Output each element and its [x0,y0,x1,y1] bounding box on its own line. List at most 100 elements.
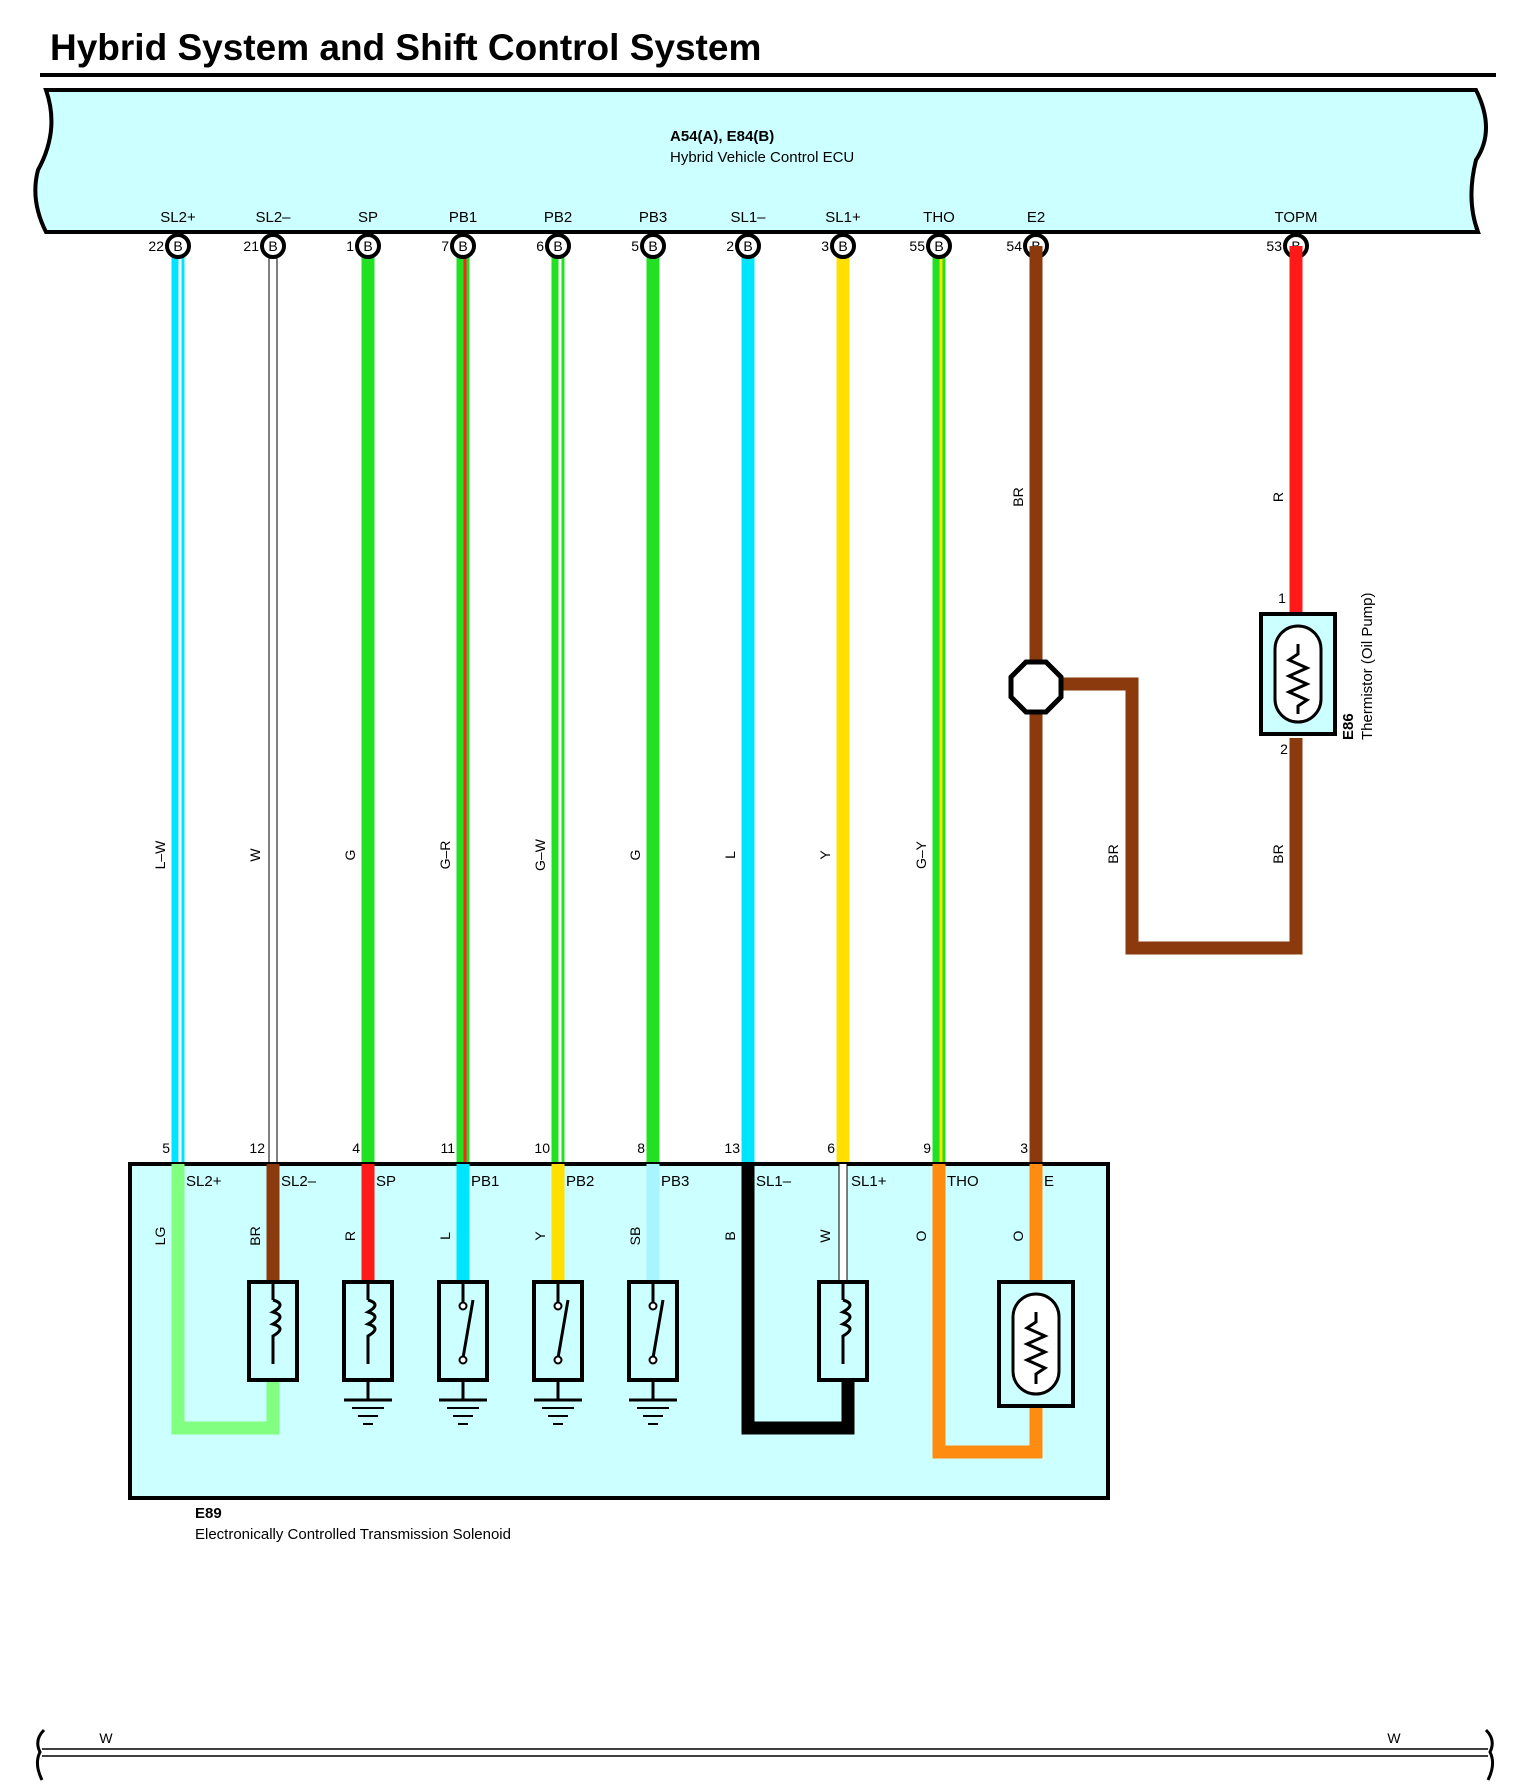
ecu-pin-8: 55 [909,238,925,254]
connector-letter-6: B [743,238,752,254]
ecu-pin-1: 21 [243,238,259,254]
thermistor-pin-top: 1 [1278,590,1286,606]
solenoid-terminal-label-5: PB3 [661,1173,689,1190]
wire-code-3: G–R [437,841,453,870]
splice-point [1008,659,1064,715]
bus-right-label: W [1387,1730,1401,1746]
connector-circle-4 [545,233,571,259]
solenoid-pin-8: 9 [923,1140,931,1156]
connector-circle-8 [926,233,952,259]
connector-circle-2 [355,233,381,259]
solenoid-pin-6: 13 [724,1140,740,1156]
wire-code-2: G [342,850,358,861]
solenoid-name: Electronically Controlled Transmission S… [195,1526,511,1543]
solenoid-pin-9: 3 [1020,1140,1028,1156]
solenoid-terminal-label-2: SP [376,1173,396,1190]
pb1-switch-icon-contact-bottom [458,1355,468,1365]
bus-left-label: W [99,1730,113,1746]
wire-code-0: L–W [152,840,168,870]
ecu-terminal-label-9: E2 [1027,209,1045,226]
wire-code-7: Y [817,850,833,860]
connector-letter-1: B [268,238,277,254]
solenoid-terminal-label-6: SL1– [756,1173,792,1190]
resistor-zigzag-icon [1285,644,1311,714]
solenoid-internal-wire-code-1: BR [247,1226,263,1245]
connector-letter-5: B [648,238,657,254]
ecu-terminal-label-2: SP [358,209,378,226]
tho-resistor-zigzag-icon [1023,1312,1049,1384]
wire-code-6: L [722,851,738,859]
ecu-pin-3: 7 [441,238,449,254]
solenoid-internal-wire-code-5: SB [627,1227,643,1246]
sl2-internal-loop [171,1164,280,1435]
thermistor-element [1273,624,1323,724]
solenoid-terminal-label-7: SL1+ [851,1173,887,1190]
connector-letter-4: B [553,238,562,254]
sl2-coil-icon-winding-icon [269,1298,282,1364]
ground-branch: BR BR BR [1008,246,1303,1164]
ecu-pin-0: 22 [148,238,164,254]
tho-thermistor-element [1011,1292,1061,1396]
pb2-switch-icon-contact-bottom [553,1355,563,1365]
pb1-switch-icon-contact-top [458,1301,468,1311]
solenoid-terminal-label-8: THO [947,1173,979,1190]
thermistor-code: E86 [1340,713,1357,740]
connector-circle-6 [735,233,761,259]
solenoid-internal-wire-code-2: R [342,1231,358,1241]
ecu-pin-5: 5 [631,238,639,254]
ecu-terminal-group: SL2+B22SL2–B21SPB1PB1B7PB2B6PB3B5SL1–B2S… [148,209,1318,259]
connector-circle-1 [260,233,286,259]
bottom-bus: W W [35,1728,1495,1781]
connector-letter-3: B [458,238,467,254]
solenoid-terminal-label-4: PB2 [566,1173,594,1190]
solenoid-internal-wire-code-6: B [722,1231,738,1240]
wire-code-1: W [247,848,263,862]
solenoid-internal-wire-code-3: L [437,1232,453,1240]
sl1-coil-icon-winding-icon [839,1298,852,1364]
thermistor-name: Thermistor (Oil Pump) [1359,592,1376,740]
solenoid-terminal-label-3: PB1 [471,1173,499,1190]
solenoid-code: E89 [195,1505,222,1522]
solenoid-pin-1: 12 [249,1140,265,1156]
solenoid-terminal-label-1: SL2– [281,1173,317,1190]
solenoid-terminal-label-0: SL2+ [186,1173,222,1190]
pb3-switch-icon-contact-bottom [648,1355,658,1365]
ecu-pin-6: 2 [726,238,734,254]
connector-circle-3 [450,233,476,259]
solenoid-terminal-group: 5SL2+LG12SL2–BR4SPR11PB1L10PB2Y8PB3SB13S… [152,1140,1054,1246]
solenoid-internal-group [171,1164,1075,1459]
sl1-internal-loop [741,1164,855,1435]
solenoid-pin-3: 11 [440,1140,455,1156]
pb2-switch-icon-contact-top [553,1301,563,1311]
pb2-switch-icon-blade-icon [556,1299,570,1359]
ecu-terminal-label-4: PB2 [544,209,572,226]
solenoid-terminal-label-9: E [1044,1173,1054,1190]
e2-branch-wire-code: BR [1105,844,1121,863]
connector-letter-0: B [173,238,182,254]
solenoid-pin-2: 4 [352,1140,360,1156]
ecu-name: Hybrid Vehicle Control ECU [670,149,854,166]
page-title: Hybrid System and Shift Control System [50,27,761,68]
ecu-block: A54(A), E84(B) Hybrid Vehicle Control EC… [33,88,1488,234]
pb3-switch-icon-contact-top [648,1301,658,1311]
connector-circle-0 [165,233,191,259]
connector-circle-5 [640,233,666,259]
wire-code-4: G–W [532,838,548,871]
ecu-terminal-label-0: SL2+ [160,209,196,226]
connector-circle-7 [830,233,856,259]
e2-upper-wire-code: BR [1010,487,1026,506]
ecu-terminal-label-6: SL1– [730,209,766,226]
ecu-terminal-label-3: PB1 [449,209,477,226]
solenoid-internal-wire-code-7: W [817,1229,833,1243]
solenoid-pin-7: 6 [827,1140,835,1156]
solenoid-internal-wire-code-8: O [913,1230,929,1241]
connector-letter-8: B [934,238,943,254]
pb1-switch-icon-blade-icon [461,1299,475,1359]
solenoid-internal-wire-code-9: O [1010,1230,1026,1241]
solenoid-internal-wire-code-4: Y [532,1231,548,1241]
solenoid-pin-5: 8 [637,1140,645,1156]
ecu-pin-7: 3 [821,238,829,254]
ecu-code: A54(A), E84(B) [670,128,774,145]
ecu-terminal-label-7: SL1+ [825,209,861,226]
